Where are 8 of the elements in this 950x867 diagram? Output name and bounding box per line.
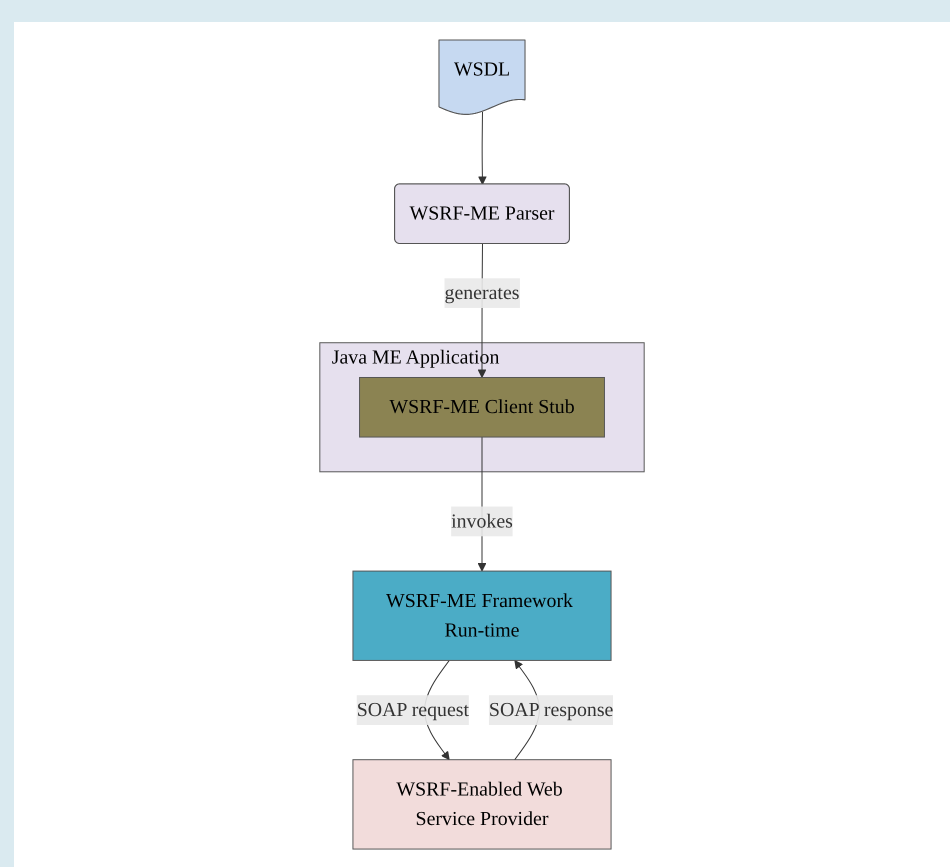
edge-label: SOAP response bbox=[488, 699, 614, 721]
node-box: WSRF-Enabled Web Service Provider bbox=[352, 759, 612, 850]
edge-label: generates bbox=[444, 282, 520, 304]
edge-label: invokes bbox=[451, 510, 513, 532]
edge-label: SOAP request bbox=[356, 699, 470, 721]
arrow bbox=[478, 111, 487, 185]
node-box: WSRF-ME Client Stub bbox=[359, 376, 605, 438]
node-box: WSRF-ME Framework Run-time bbox=[352, 570, 612, 661]
